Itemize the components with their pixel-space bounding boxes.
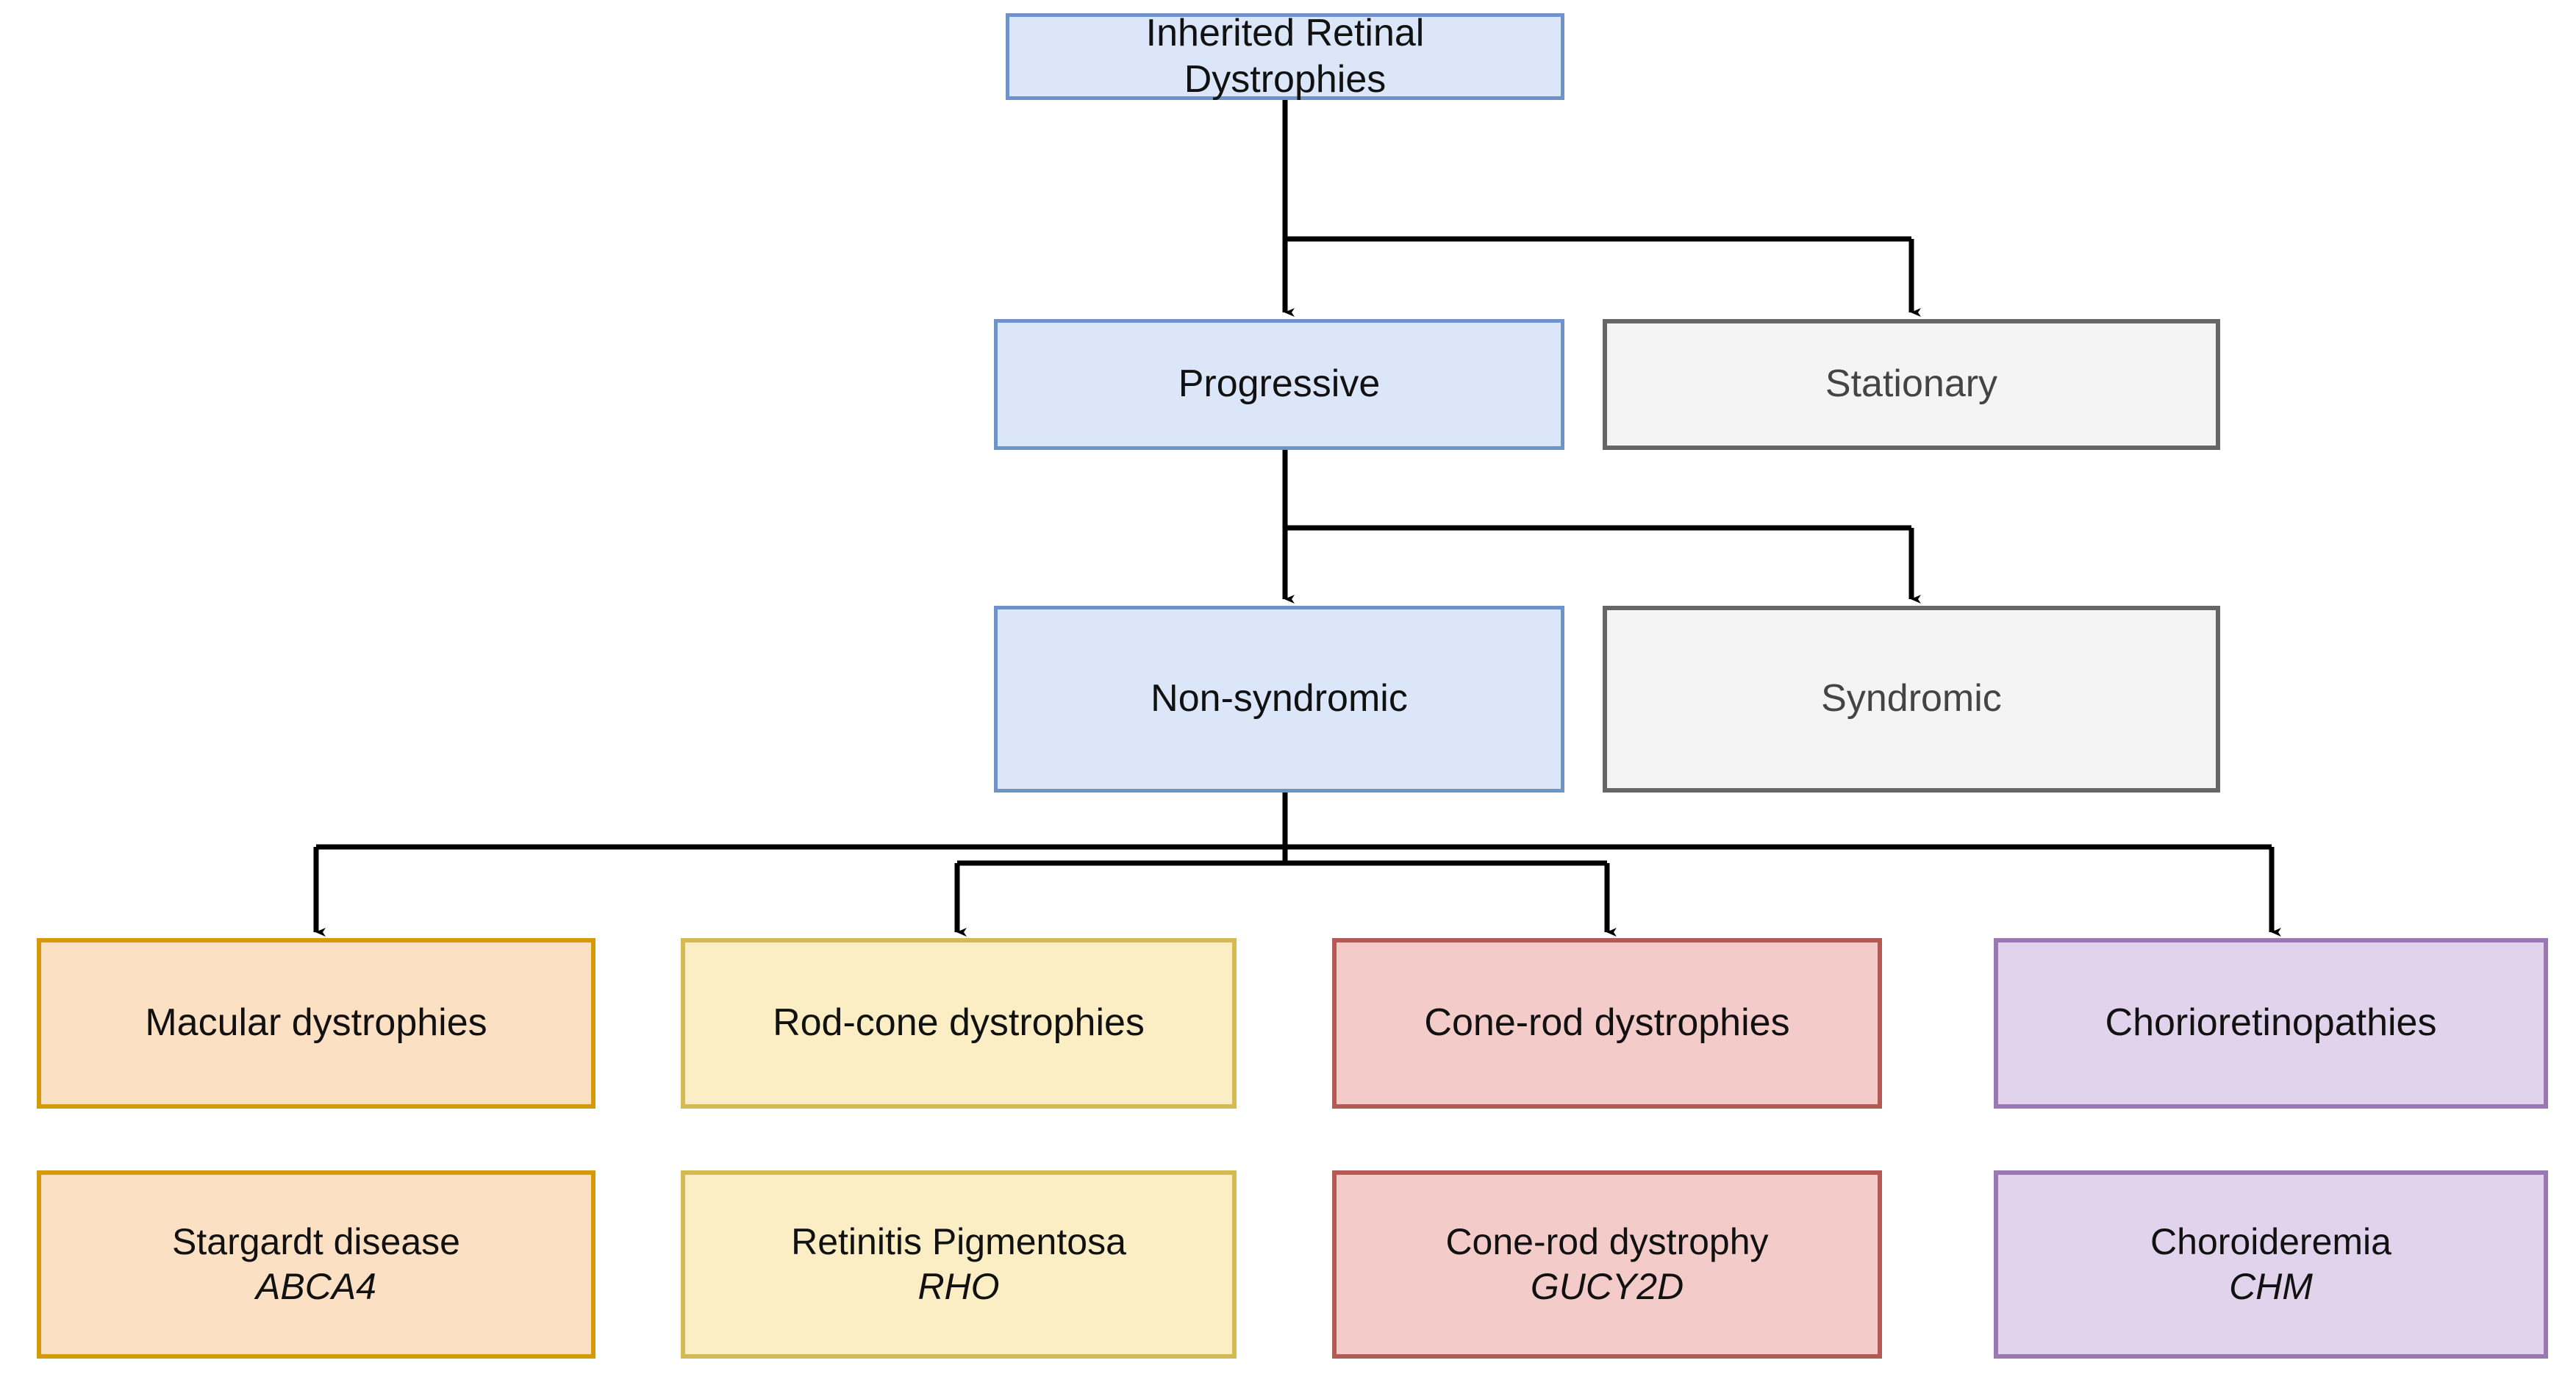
node-inherited-retinal-dystrophies[interactable]: Inherited Retinal Dystrophies xyxy=(1006,12,1564,101)
node-progressive[interactable]: Progressive xyxy=(994,319,1564,450)
node-label: Chorioretinopathies xyxy=(2105,1001,2437,1045)
node-stationary[interactable]: Stationary xyxy=(1603,319,2220,450)
disease-name: Stargardt disease xyxy=(172,1221,460,1262)
node-label: Progressive xyxy=(1178,362,1381,406)
node-syndromic[interactable]: Syndromic xyxy=(1603,606,2220,793)
node-cone-rod-dystrophies[interactable]: Cone-rod dystrophies xyxy=(1332,938,1882,1109)
gene-name: RHO xyxy=(917,1266,1000,1307)
disease-name: Cone-rod dystrophy xyxy=(1445,1221,1769,1262)
disease-name: Retinitis Pigmentosa xyxy=(791,1221,1126,1262)
node-non-syndromic[interactable]: Non-syndromic xyxy=(994,606,1564,793)
node-choroideremia[interactable]: Choroideremia CHM xyxy=(1994,1170,2548,1359)
edge-progressive-bus xyxy=(1282,450,1911,531)
node-label: Non-syndromic xyxy=(1151,677,1408,720)
node-cone-rod-dystrophy[interactable]: Cone-rod dystrophy GUCY2D xyxy=(1332,1170,1882,1359)
gene-name: CHM xyxy=(2229,1266,2313,1307)
node-rod-cone-dystrophies[interactable]: Rod-cone dystrophies xyxy=(681,938,1237,1109)
node-chorioretinopathies[interactable]: Chorioretinopathies xyxy=(1994,938,2548,1109)
node-stargardt-disease[interactable]: Stargardt disease ABCA4 xyxy=(37,1170,595,1359)
node-retinitis-pigmentosa[interactable]: Retinitis Pigmentosa RHO xyxy=(681,1170,1237,1359)
gene-name: ABCA4 xyxy=(256,1266,376,1307)
gene-name: GUCY2D xyxy=(1530,1266,1684,1307)
node-label: Rod-cone dystrophies xyxy=(773,1001,1145,1045)
edge-root-bus xyxy=(1282,100,1911,242)
node-label: Inherited Retinal Dystrophies xyxy=(1145,11,1425,101)
disease-name: Choroideremia xyxy=(2150,1221,2391,1262)
node-label: Macular dystrophies xyxy=(145,1001,487,1045)
node-macular-dystrophies[interactable]: Macular dystrophies xyxy=(37,938,595,1109)
node-label: Cone-rod dystrophies xyxy=(1424,1001,1790,1045)
node-label: Syndromic xyxy=(1821,677,2002,720)
node-label: Stationary xyxy=(1825,362,1998,406)
